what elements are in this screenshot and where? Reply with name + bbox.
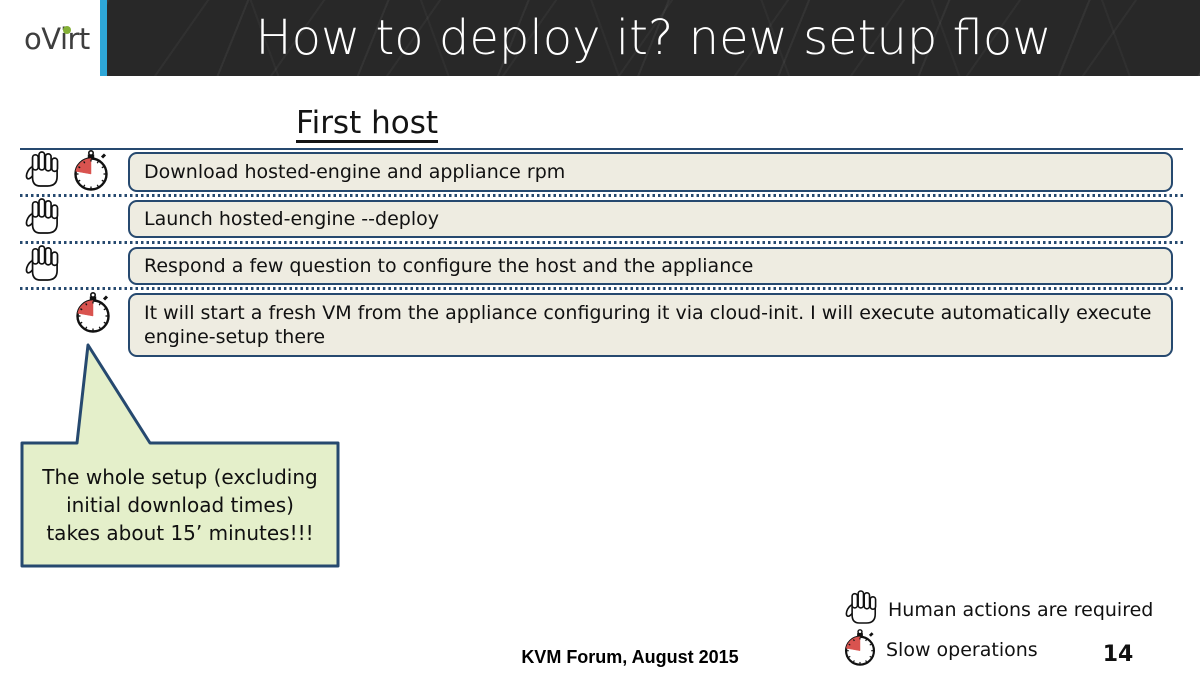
- callout-line: initial download times): [66, 492, 294, 517]
- legend-label-human: Human actions are required: [888, 599, 1154, 621]
- row-separator: [20, 287, 1183, 290]
- banner-accent-stripe: [100, 0, 107, 76]
- step-text: Download hosted-engine and appliance rpm: [144, 161, 566, 183]
- step-text: Respond a few question to configure the …: [144, 255, 754, 277]
- hand-icon: [25, 244, 59, 282]
- step-box-4: It will start a fresh VM from the applia…: [128, 293, 1173, 357]
- stopwatch-icon: [73, 291, 113, 335]
- callout-line: takes about 15’ minutes!!!: [46, 520, 314, 545]
- footer-credit: KVM Forum, August 2015: [521, 647, 739, 667]
- step-text: It will start a fresh VM from the applia…: [144, 302, 1152, 348]
- stopwatch-icon: [71, 149, 111, 193]
- step-box-1: Download hosted-engine and appliance rpm: [128, 152, 1173, 192]
- callout-bubble: [20, 343, 340, 568]
- page-number: 14: [1102, 642, 1134, 667]
- table-top-border: [20, 148, 1183, 150]
- step-box-3: Respond a few question to configure the …: [128, 247, 1173, 285]
- hand-icon: [845, 589, 877, 625]
- legend-label-slow: Slow operations: [886, 639, 1038, 661]
- ovirt-logo-text: oVirt: [24, 22, 90, 56]
- row-separator: [20, 194, 1183, 197]
- section-heading: First host: [296, 105, 439, 143]
- callout-line: The whole setup (excluding: [42, 464, 318, 489]
- step-box-2: Launch hosted-engine --deploy: [128, 200, 1173, 238]
- hand-icon: [25, 150, 59, 188]
- logo-i-dot: [63, 26, 71, 34]
- callout-text: The whole setup (excluding initial downl…: [22, 443, 338, 566]
- ovirt-logo: oVirt: [0, 0, 100, 76]
- step-text: Launch hosted-engine --deploy: [144, 208, 439, 230]
- hand-icon: [25, 197, 59, 235]
- title-banner: How to deploy it? new setup flow: [107, 0, 1200, 76]
- slide-title: How to deploy it? new setup flow: [255, 10, 1052, 66]
- row-separator: [20, 241, 1183, 244]
- stopwatch-icon: [842, 628, 878, 668]
